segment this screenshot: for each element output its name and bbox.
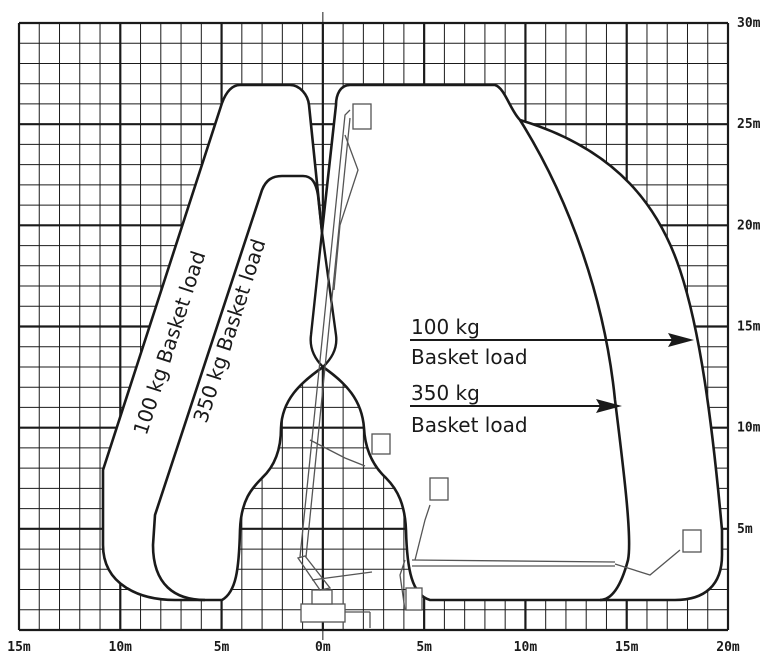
label-100kg-weight: 100 kg [411,315,480,339]
label-350kg-weight: 350 kg [411,381,480,405]
envelope-350kg-left [151,174,324,602]
x-tick-label: 10m [109,640,133,655]
label-350kg-text: Basket load [411,413,528,437]
y-tick-label: 5m [737,522,753,537]
arrow-100kg [410,333,694,347]
y-tick-label: 20m [737,218,761,233]
y-tick-label: 15m [737,320,761,335]
x-tick-label: 0m [315,640,331,655]
x-tick-label: 15m [615,640,639,655]
x-tick-label: 20m [716,640,740,655]
envelope-350kg-right [518,119,631,602]
label-100kg-text: Basket load [411,345,528,369]
y-tick-label: 10m [737,421,761,436]
x-tick-label: 10m [514,640,538,655]
arrow-350kg [410,399,622,413]
x-tick-label: 15m [7,640,31,655]
x-tick-label: 5m [416,640,432,655]
y-tick-label: 25m [737,117,761,132]
y-tick-label: 30m [737,16,761,31]
envelope-crossing-line [309,231,324,368]
x-axis-labels: 15m 10m 5m 0m 5m 10m 15m 20m [7,640,740,655]
machine-drawing [296,103,702,628]
x-tick-label: 5m [214,640,230,655]
y-axis-labels: 30m 25m 20m 15m 10m 5m [737,16,761,537]
